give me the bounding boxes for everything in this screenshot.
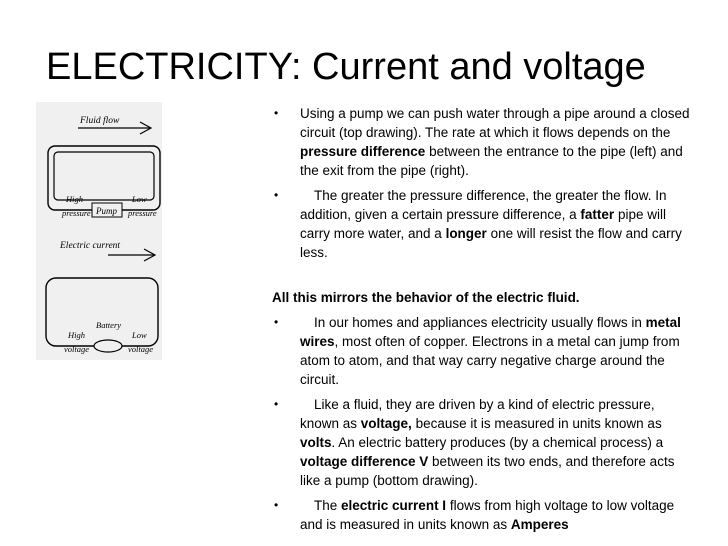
electric-fluid-heading: All this mirrors the behavior of the ele… [272,290,580,305]
battery-oval [93,339,123,353]
bullet2-text-end: one will resist the flow and carry less. [300,226,682,260]
bullet3-text-end: , most often of copper. Electrons in a m… [300,334,680,387]
low-pressure-word: pressure [127,208,157,218]
bullet4-text-mid1: because it is measured in units known as [411,416,662,431]
circuit-analogy-svg: Fluid flow Pump High pressure Low pressu… [45,115,161,354]
slide-title: ELECTRICITY: Current and voltage [46,46,646,88]
bullet-pressure-difference: • The greater the pressure difference, t… [272,186,692,262]
high-pressure-word: pressure [61,208,91,218]
bullet-glyph: • [274,498,279,512]
bullet4-bold-voltage-difference: voltage difference V [300,454,429,469]
fluid-flow-label: Fluid flow [79,115,120,126]
bullet3-text: In our homes and appliances electricity … [314,315,646,330]
bullet-metal-wires: • In our homes and appliances electricit… [272,313,692,389]
pipe-inner-loop [53,151,155,201]
battery-label: Battery [96,320,121,330]
low-voltage-label: Low [131,330,147,340]
bullet-glyph: • [274,315,279,329]
fluid-flow-arrow-head [139,121,153,135]
bullet2-bold-fatter: fatter [580,207,615,222]
bullet3-bold: metal wires [300,315,681,349]
electric-current-arrow-head [143,248,157,262]
bullet-glyph: • [274,106,279,120]
high-voltage-word: voltage [64,344,89,354]
bullet4-bold-voltage: voltage, [360,416,412,431]
bullet4-bold-volts: volts [300,435,332,450]
slide-body: • Using a pump we can push water through… [272,104,692,540]
electric-current-label: Electric current [59,241,120,251]
pump-box [91,202,123,218]
low-pressure-label: Low [131,194,147,204]
high-pressure-label: High [65,194,83,204]
bullet1-text: Using a pump we can push water through a… [300,106,690,140]
low-voltage-word: voltage [128,344,153,354]
bullet5-text-mid: flows from high voltage to low voltage a… [300,498,675,532]
bullet2-text-mid: pipe will carry more water, and a [300,207,666,241]
bullet2-text: The greater the pressure difference, the… [300,188,667,222]
bullet-pump-pressure: • Using a pump we can push water through… [272,104,692,180]
bullet1-text-end: between the entrance to the pipe (left) … [300,144,683,178]
circuit-analogy-figure: Fluid flow Pump High pressure Low pressu… [36,102,162,360]
bullet-glyph: • [274,397,279,411]
bullet5-bold-amperes: Amperes [510,517,569,532]
bullet4-text-mid2: . An electric battery produces (by a che… [331,435,664,450]
bullet-electric-current: • The electric current I flows from high… [272,496,692,534]
pump-label: Pump [95,206,117,216]
bullet-voltage: • Like a fluid, they are driven by a kin… [272,395,692,490]
bullet2-bold-longer: longer [445,226,487,241]
bullet5-text: The [314,498,342,513]
bullet4-text-end: between its two ends, and therefore acts… [300,454,675,488]
bullet4-text: Like a fluid, they are driven by a kind … [300,397,655,431]
bullet5-bold-current: electric current I [341,498,447,513]
bullet1-bold: pressure difference [300,144,426,159]
high-voltage-label: High [67,330,85,340]
bullet-glyph: • [274,188,279,202]
